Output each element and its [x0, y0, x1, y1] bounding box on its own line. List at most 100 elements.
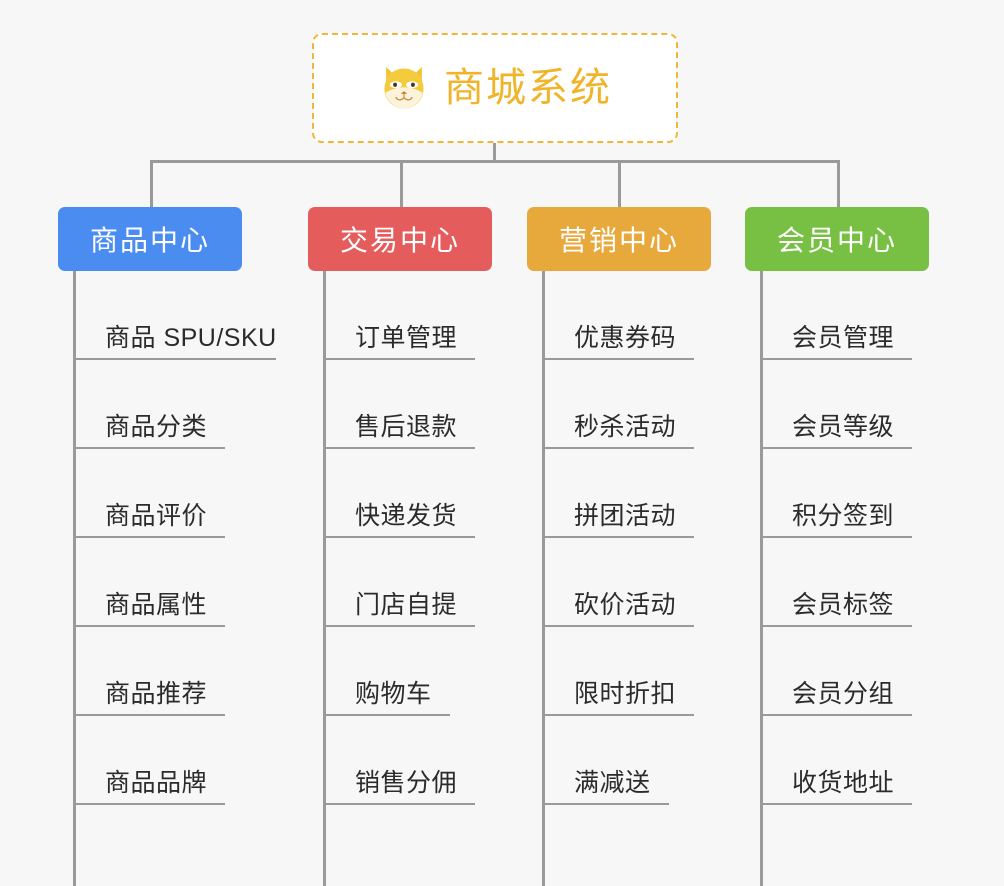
leaf-item-label: 商品评价: [105, 502, 208, 531]
leaf-item[interactable]: 销售分佣: [308, 716, 528, 805]
leaf-item-label: 会员等级: [792, 413, 895, 442]
leaf-item[interactable]: 砍价活动: [527, 538, 747, 627]
leaf-item[interactable]: 积分签到: [745, 449, 965, 538]
leaf-list-member: 会员管理 会员等级 积分签到 会员标签 会员分组 收货地址: [745, 271, 965, 886]
leaf-underline: [73, 714, 225, 716]
leaf-item-label: 砍价活动: [574, 591, 677, 620]
leaf-list-trade: 订单管理 售后退款 快递发货 门店自提 购物车 销售分佣: [308, 271, 528, 886]
connector-drop-2: [400, 160, 403, 207]
leaf-item[interactable]: 满减送: [527, 716, 747, 805]
leaf-item-label: 会员管理: [792, 324, 895, 353]
category-header-member[interactable]: 会员中心: [745, 207, 929, 271]
leaf-underline: [73, 803, 225, 805]
leaf-item-label: 拼团活动: [574, 502, 677, 531]
category-header-product[interactable]: 商品中心: [58, 207, 242, 271]
leaf-item-label: 限时折扣: [574, 680, 677, 709]
leaf-item-label: 秒杀活动: [574, 413, 677, 442]
leaf-item-label: 会员标签: [792, 591, 895, 620]
leaf-item-label: 满减送: [574, 769, 651, 798]
leaf-underline: [542, 358, 694, 360]
category-header-label: 会员中心: [776, 225, 897, 256]
trunk-line-marketing: [542, 271, 545, 886]
category-header-label: 营销中心: [558, 225, 679, 256]
leaf-item[interactable]: 拼团活动: [527, 449, 747, 538]
connector-root-stem: [493, 143, 496, 163]
leaf-item-label: 售后退款: [355, 413, 458, 442]
leaf-underline: [73, 447, 225, 449]
shiba-dog-face-icon: [384, 66, 424, 109]
leaf-item-label: 门店自提: [355, 591, 458, 620]
leaf-item[interactable]: 门店自提: [308, 538, 528, 627]
leaf-item-label: 订单管理: [355, 324, 458, 353]
category-column-member: 会员中心 会员管理 会员等级 积分签到 会员标签 会员分组: [745, 207, 965, 886]
leaf-underline: [542, 803, 669, 805]
mindmap-canvas: 商城系统 商品中心 商品 SPU/SKU 商品分类 商品评价: [58, 33, 965, 886]
leaf-item-label: 销售分佣: [355, 769, 458, 798]
leaf-item[interactable]: 收货地址: [745, 716, 965, 805]
category-column-marketing: 营销中心 优惠券码 秒杀活动 拼团活动 砍价活动 限时折扣: [527, 207, 747, 886]
leaf-underline: [760, 625, 912, 627]
leaf-item-label: 商品品牌: [105, 769, 208, 798]
leaf-item[interactable]: 商品推荐: [58, 627, 288, 716]
leaf-item-label: 快递发货: [355, 502, 458, 531]
leaf-item[interactable]: 快递发货: [308, 449, 528, 538]
leaf-item[interactable]: 会员分组: [745, 627, 965, 716]
leaf-item-label: 商品分类: [105, 413, 208, 442]
category-column-product: 商品中心 商品 SPU/SKU 商品分类 商品评价 商品属性 商品推荐: [58, 207, 288, 886]
leaf-list-product: 商品 SPU/SKU 商品分类 商品评价 商品属性 商品推荐 商品品牌: [58, 271, 288, 886]
leaf-underline: [323, 625, 475, 627]
leaf-underline: [542, 714, 694, 716]
connector-drop-1: [150, 160, 153, 207]
leaf-item-label: 购物车: [355, 680, 432, 709]
connector-drop-3: [618, 160, 621, 207]
category-header-label: 商品中心: [89, 225, 210, 256]
leaf-underline: [542, 536, 694, 538]
leaf-item[interactable]: 购物车: [308, 627, 528, 716]
category-header-trade[interactable]: 交易中心: [308, 207, 492, 271]
category-header-marketing[interactable]: 营销中心: [527, 207, 711, 271]
leaf-underline: [760, 536, 912, 538]
leaf-item[interactable]: 商品属性: [58, 538, 288, 627]
leaf-underline: [542, 447, 694, 449]
leaf-item[interactable]: 会员标签: [745, 538, 965, 627]
leaf-item-label: 商品 SPU/SKU: [105, 324, 277, 353]
leaf-underline: [542, 625, 694, 627]
leaf-item-label: 积分签到: [792, 502, 895, 531]
leaf-underline: [73, 625, 225, 627]
leaf-list-marketing: 优惠券码 秒杀活动 拼团活动 砍价活动 限时折扣 满减送: [527, 271, 747, 886]
leaf-underline: [323, 358, 475, 360]
trunk-line-member: [760, 271, 763, 886]
leaf-underline: [73, 536, 225, 538]
leaf-item[interactable]: 会员管理: [745, 271, 965, 360]
root-title: 商城系统: [444, 66, 612, 110]
leaf-item[interactable]: 商品 SPU/SKU: [58, 271, 288, 360]
trunk-line-product: [73, 271, 76, 886]
leaf-item[interactable]: 售后退款: [308, 360, 528, 449]
leaf-underline: [323, 536, 475, 538]
leaf-item[interactable]: 秒杀活动: [527, 360, 747, 449]
root-node[interactable]: 商城系统: [312, 33, 678, 143]
connector-drop-4: [837, 160, 840, 207]
leaf-underline: [760, 358, 912, 360]
leaf-item[interactable]: 商品分类: [58, 360, 288, 449]
leaf-underline: [760, 714, 912, 716]
leaf-item[interactable]: 会员等级: [745, 360, 965, 449]
leaf-underline: [323, 447, 475, 449]
leaf-item[interactable]: 优惠券码: [527, 271, 747, 360]
connector-horizontal-bus: [150, 160, 840, 163]
leaf-item-label: 会员分组: [792, 680, 895, 709]
trunk-line-trade: [323, 271, 326, 886]
category-header-label: 交易中心: [339, 225, 460, 256]
leaf-underline: [323, 803, 475, 805]
leaf-underline: [73, 358, 276, 360]
leaf-item-label: 优惠券码: [574, 324, 677, 353]
leaf-item-label: 收货地址: [792, 769, 895, 798]
leaf-item[interactable]: 限时折扣: [527, 627, 747, 716]
leaf-item[interactable]: 商品评价: [58, 449, 288, 538]
category-column-trade: 交易中心 订单管理 售后退款 快递发货 门店自提 购物车: [308, 207, 528, 886]
leaf-item[interactable]: 商品品牌: [58, 716, 288, 805]
leaf-item-label: 商品推荐: [105, 680, 208, 709]
leaf-underline: [760, 447, 912, 449]
leaf-underline: [323, 714, 450, 716]
leaf-item[interactable]: 订单管理: [308, 271, 528, 360]
